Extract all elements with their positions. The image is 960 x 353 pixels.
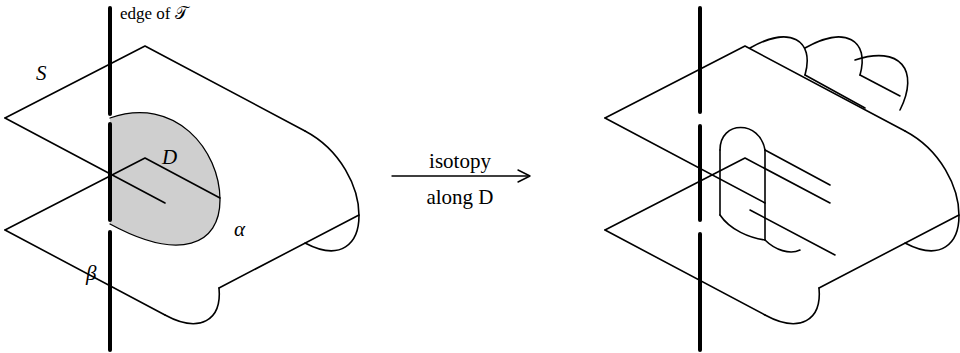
edge-label: edge of 𝒯 xyxy=(118,4,190,23)
disk-label: D xyxy=(160,146,179,169)
arrow-label: along D xyxy=(424,186,495,209)
arc-label: α xyxy=(232,218,247,241)
disk-d xyxy=(110,113,220,245)
segment-label: β xyxy=(84,262,98,285)
arrow-label: isotopy xyxy=(427,150,493,173)
surface-label: S xyxy=(34,62,49,85)
